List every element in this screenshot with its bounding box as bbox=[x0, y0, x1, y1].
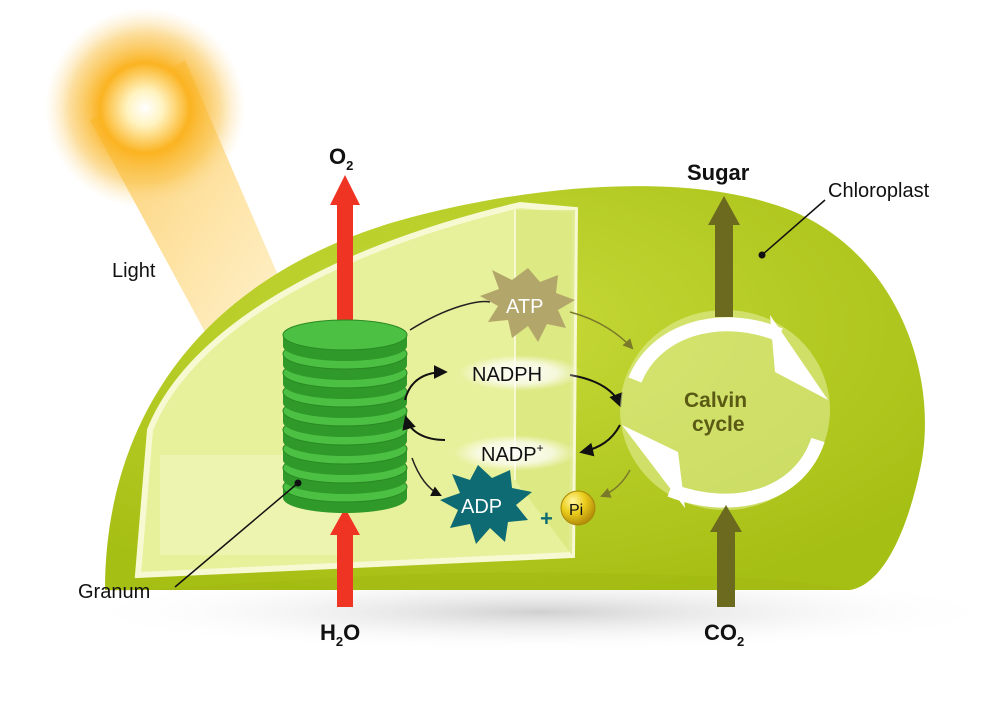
nadph-glow bbox=[458, 355, 582, 391]
nadp-glow bbox=[453, 435, 577, 471]
co2-arrow bbox=[710, 505, 742, 607]
granum-stack bbox=[282, 319, 408, 513]
atp-label: ATP bbox=[506, 296, 543, 318]
oxygen-arrow bbox=[330, 175, 360, 330]
adp-label: ADP bbox=[461, 496, 502, 518]
h2o-label: H2O bbox=[320, 620, 360, 649]
chloroplast-label: Chloroplast bbox=[828, 180, 930, 202]
thylakoid-disc bbox=[282, 319, 408, 351]
o2-label: O2 bbox=[329, 144, 353, 173]
atp-burst bbox=[480, 268, 575, 342]
sugar-label: Sugar bbox=[687, 160, 750, 185]
pi-ball bbox=[560, 490, 596, 526]
granum-label: Granum bbox=[78, 581, 150, 603]
nadph-label: NADPH bbox=[472, 364, 542, 386]
light-label: Light bbox=[112, 260, 156, 282]
ground-shadow bbox=[70, 572, 1000, 652]
nadp-label: NADP+ bbox=[481, 441, 544, 466]
calvin-cycle-arrows bbox=[622, 315, 828, 508]
pi-label: Pi bbox=[569, 502, 583, 519]
plus-sign: + bbox=[540, 506, 553, 531]
co2-label: CO2 bbox=[704, 620, 744, 649]
sun bbox=[45, 8, 245, 208]
calvin-label-line2: cycle bbox=[692, 413, 745, 436]
sugar-arrow bbox=[708, 196, 740, 317]
granum-leader-line bbox=[174, 482, 299, 588]
adp-burst bbox=[440, 465, 532, 544]
chloroplast-leader-dot bbox=[758, 251, 766, 259]
calvin-label-line1: Calvin bbox=[684, 389, 747, 412]
chloroplast-leader-line bbox=[761, 199, 826, 256]
granum-leader-dot bbox=[294, 479, 302, 487]
water-arrow bbox=[330, 508, 360, 607]
